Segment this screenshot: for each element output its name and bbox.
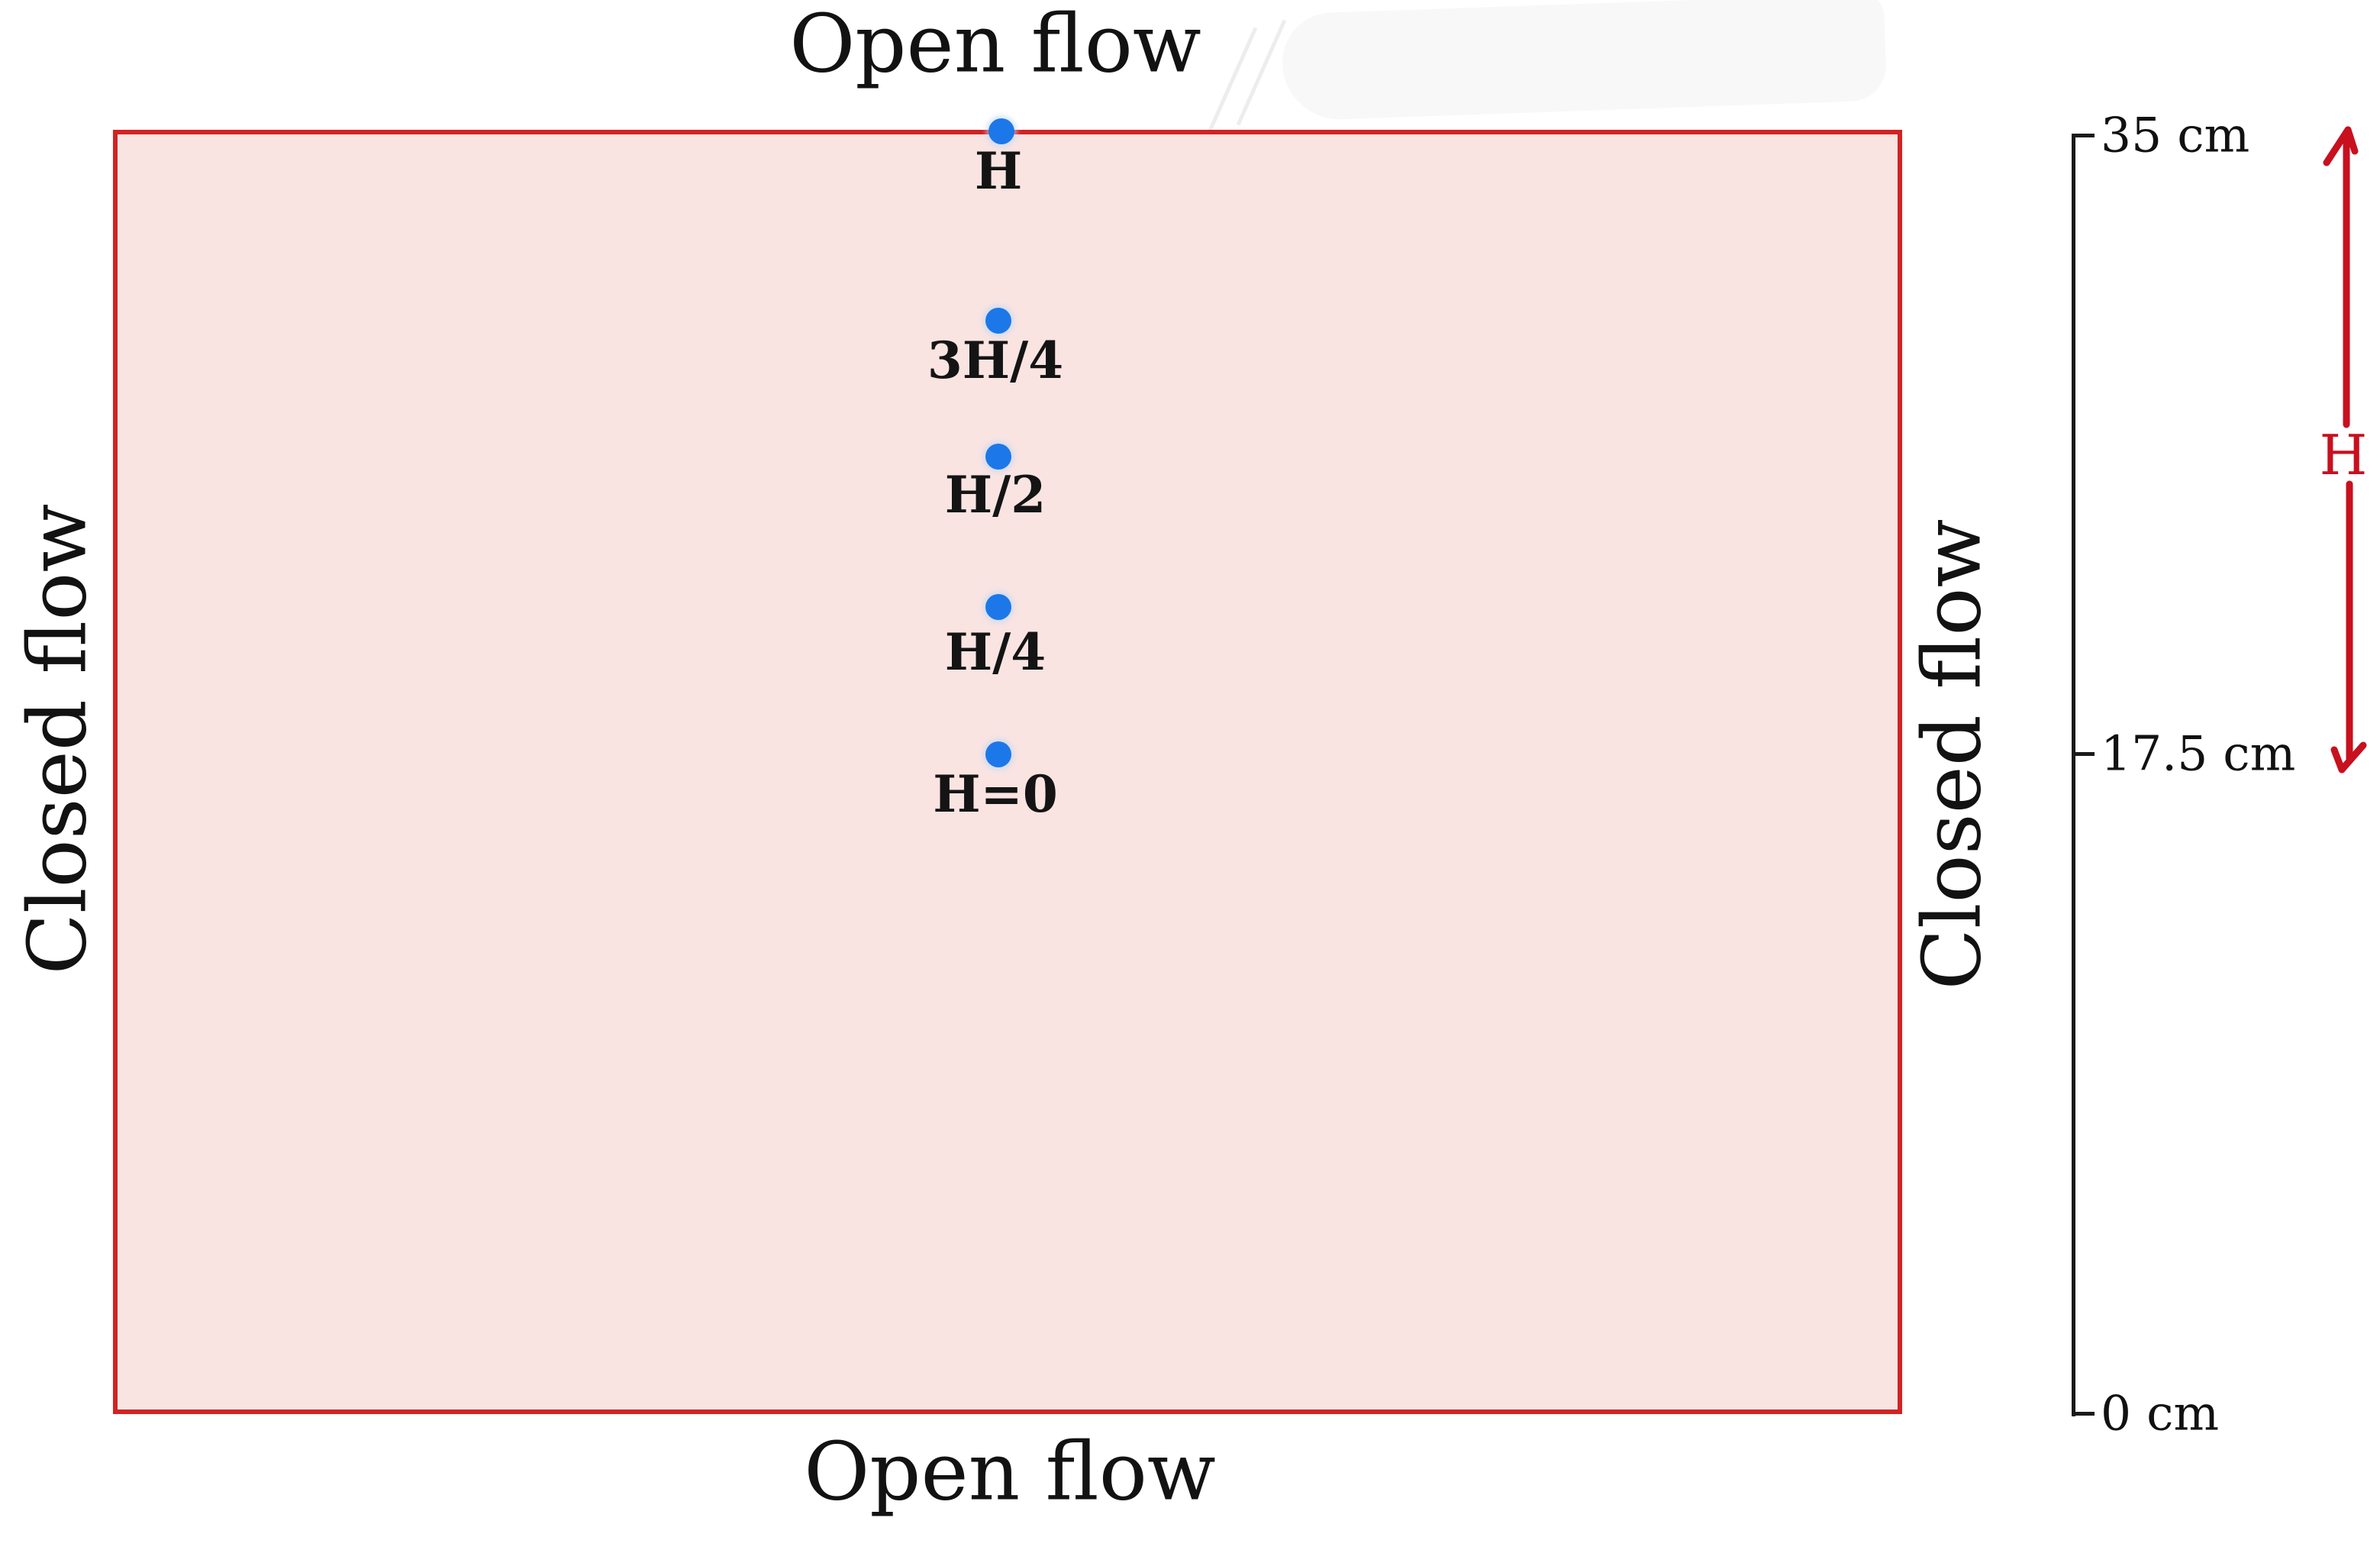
scale-tick	[2073, 1412, 2095, 1416]
closed-flow-right-label: Closed flow	[1905, 518, 1999, 990]
probe-label: 3H/4	[927, 331, 1064, 390]
scan-smudge-stroke	[1236, 19, 1287, 126]
probe-label: H/2	[944, 465, 1046, 525]
probe-label: H	[974, 141, 1023, 201]
scale-tick-label: 35 cm	[2101, 107, 2250, 163]
height-scale-line	[2072, 134, 2075, 1416]
open-flow-top-label: Open flow	[789, 0, 1201, 91]
scan-smudge-stroke	[1207, 27, 1258, 134]
open-flow-bottom-label: Open flow	[804, 1425, 1216, 1519]
probe-dot	[985, 308, 1011, 334]
flow-domain-rectangle	[113, 130, 1902, 1414]
closed-flow-left-label: Closed flow	[11, 503, 105, 975]
scale-tick	[2073, 752, 2095, 756]
probe-dot	[985, 444, 1011, 470]
probe-dot	[988, 118, 1014, 144]
scale-tick-label: 0 cm	[2101, 1385, 2220, 1442]
probe-label: H/4	[944, 622, 1046, 682]
probe-dot	[985, 741, 1011, 767]
scan-smudge-artifact	[1280, 0, 1888, 121]
scale-tick-label: 17.5 cm	[2101, 725, 2296, 782]
probe-dot	[985, 594, 1011, 620]
probe-label: H=0	[933, 764, 1058, 824]
scale-tick	[2073, 134, 2095, 137]
dimension-arrow-label: H	[2319, 423, 2368, 487]
